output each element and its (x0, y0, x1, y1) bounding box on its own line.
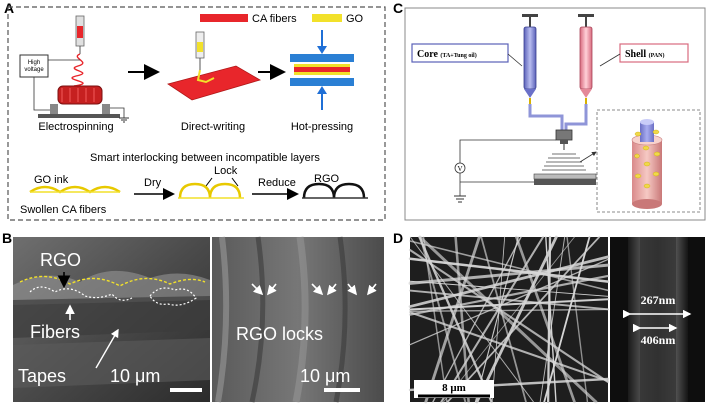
interlock-title: Smart interlocking between incompatible … (90, 152, 320, 164)
core-shell-fiber-icon (631, 119, 663, 209)
lock-label: Lock (214, 165, 238, 177)
nanofiber-strand (543, 236, 591, 403)
nanofiber-strand (475, 235, 558, 404)
legend-go-label: GO (346, 13, 364, 25)
nanofiber-strand (418, 235, 493, 404)
shell-label-box (619, 43, 689, 63)
fiber-outline-right (149, 287, 197, 306)
rgo-label: RGO (314, 173, 340, 185)
nanofiber-strand (515, 235, 576, 404)
nanofiber-strand (474, 236, 519, 403)
nanofiber-strand (409, 236, 535, 403)
diameter-267-label: 267nm (641, 293, 676, 307)
nanofiber-strand (547, 235, 552, 404)
tapes-annotation: Tapes (18, 366, 66, 386)
shell-label: Shell (PAN) (625, 49, 665, 60)
nanofiber-strand (422, 236, 448, 403)
legend-ca-label: CA fibers (252, 13, 297, 25)
syringe-a1-fluid (77, 26, 83, 38)
reduce-label: Reduce (258, 177, 296, 189)
fiber-whip-icon (542, 153, 586, 171)
nanofiber-strand (409, 298, 609, 311)
nanofiber-strand (480, 236, 527, 403)
scale-left-label: 10 μm (110, 366, 160, 386)
shell-syringe-icon (578, 14, 594, 104)
scale-label-bg (414, 380, 494, 398)
nanofiber-strand (409, 280, 609, 297)
collector-plate-bottom (534, 179, 596, 185)
rgo-boundary-line (19, 275, 206, 287)
direct-writing-icon (167, 31, 262, 101)
scale-d-label: 8 μm (442, 382, 466, 394)
nanofiber-strand (408, 311, 610, 382)
fiber-outline-left (29, 286, 133, 301)
nanofiber-strand (409, 308, 609, 313)
step-hot-pressing-label: Hot-pressing (291, 121, 353, 133)
diameter-406-label: 406nm (641, 333, 676, 347)
swollen-fibers-shape (29, 185, 121, 194)
fiber-network (408, 235, 610, 404)
go-ink-label: GO ink (34, 174, 69, 186)
panel-d-letter: D (393, 230, 403, 246)
nanofiber-strand (539, 236, 566, 403)
yellow-droplets (634, 129, 661, 189)
scale-right-label: 10 μm (300, 366, 350, 386)
panel-c: C Core (TA+Tung oil) Shell (PAN) (393, 0, 706, 221)
panel-b-letter: B (2, 230, 12, 246)
locked-fibers-shape (178, 182, 242, 199)
legend-go-swatch (312, 14, 342, 22)
rgo-fibers-shape (302, 182, 366, 199)
panel-a-letter: A (4, 0, 14, 16)
panel-c-letter: C (393, 0, 403, 16)
fiber-jet (71, 53, 84, 87)
dry-label: Dry (144, 177, 162, 189)
rgo-annotation: RGO (40, 250, 81, 270)
nanofiber-strand (408, 248, 610, 384)
nanofiber-strand (491, 236, 506, 403)
swollen-fibers-label: Swollen CA fibers (20, 204, 107, 216)
ca-fiber-mat (167, 65, 262, 101)
nanofiber-strand (566, 236, 589, 403)
core-label-box (411, 43, 509, 63)
hot-pressing-icon (290, 30, 354, 110)
nanofiber-strand (409, 258, 609, 346)
legend-ca-swatch (200, 14, 248, 22)
voltage-symbol: V (457, 165, 462, 173)
step-direct-writing-label: Direct-writing (181, 121, 245, 133)
coaxial-nozzle (555, 129, 573, 141)
core-feed-tube (528, 104, 564, 132)
scale-bar-left (170, 388, 202, 392)
shell-feed-tube (564, 104, 588, 132)
high-voltage-box (19, 54, 49, 78)
fibers-annotation: Fibers (30, 322, 80, 342)
panel-a-frame (7, 6, 386, 221)
nanofiber-strand (545, 236, 557, 403)
nanofiber-strand (408, 255, 610, 308)
core-label: Core (TA+Tung oil) (417, 49, 477, 60)
press-plate-top (290, 54, 354, 62)
panel-b: B RGO Fibers Tapes 10 μm RGO locks 10 μm (2, 230, 384, 403)
nanofiber-strand (454, 235, 470, 404)
panel-d: D 8 μm 267nm 406nm (393, 230, 705, 404)
nanofiber-strand (409, 240, 609, 292)
nanofiber-strand (408, 257, 610, 283)
collector-drum (57, 85, 103, 105)
rgo-locks-annotation: RGO locks (236, 324, 323, 344)
scale-bar-right (324, 388, 360, 392)
step-electrospinning-label: Electrospinning (38, 121, 113, 133)
collector-plate-top (533, 173, 597, 180)
press-plate-bottom (290, 78, 354, 86)
core-syringe-icon (522, 14, 538, 104)
